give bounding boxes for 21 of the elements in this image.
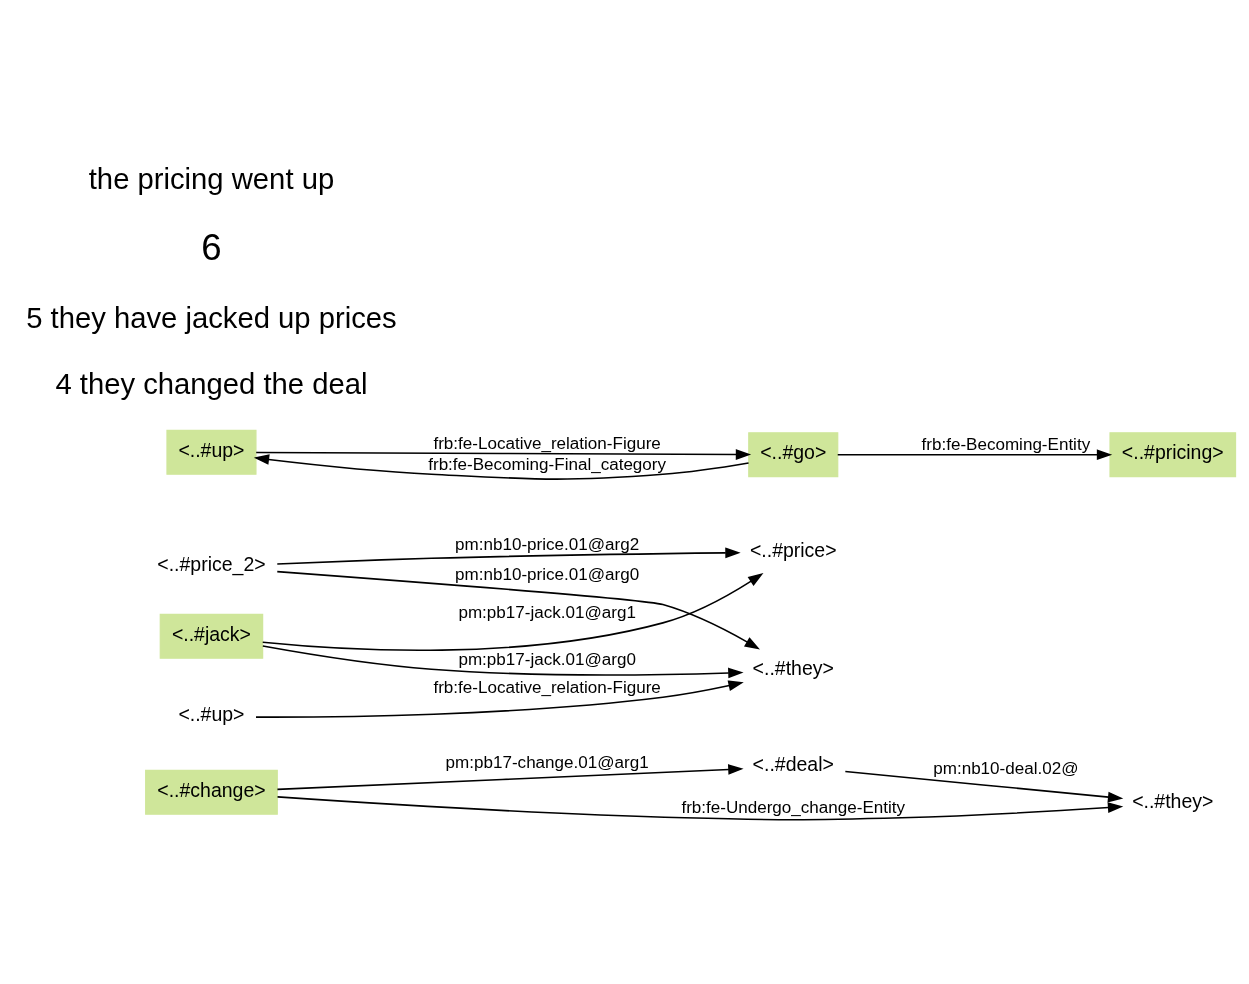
edge-label: frb:fe-Becoming-Final_category xyxy=(428,454,667,474)
node-text: <..#deal> xyxy=(752,752,834,775)
edge-label: pm:pb17-jack.01@arg1 xyxy=(458,602,636,622)
edge-label: frb:fe-Locative_relation-Figure xyxy=(433,433,661,453)
node-text: <..#price_2> xyxy=(157,552,266,575)
node-text: <..#they> xyxy=(752,656,834,679)
edge-label: pm:nb10-price.01@arg2 xyxy=(455,534,640,554)
edge-label: pm:nb10-deal.02@ xyxy=(933,758,1079,778)
edge-label: frb:fe-Locative_relation-Figure xyxy=(433,677,661,697)
edge-label: pm:pb17-jack.01@arg0 xyxy=(458,649,636,669)
edge-label: pm:pb17-change.01@arg1 xyxy=(445,752,649,772)
label: 5 they have jacked up prices xyxy=(26,301,397,334)
edge-label: pm:nb10-price.01@arg0 xyxy=(455,564,640,584)
edge-label: frb:fe-Undergo_change-Entity xyxy=(681,797,906,817)
label: 6 xyxy=(201,226,222,268)
node-text: <..#up> xyxy=(178,702,245,725)
edge-label: frb:fe-Becoming-Entity xyxy=(921,434,1091,454)
node-text: <..#price> xyxy=(749,538,837,561)
label: 4 they changed the deal xyxy=(55,367,368,400)
label: the pricing went up xyxy=(88,162,335,195)
node-text: <..#they> xyxy=(1132,789,1214,812)
